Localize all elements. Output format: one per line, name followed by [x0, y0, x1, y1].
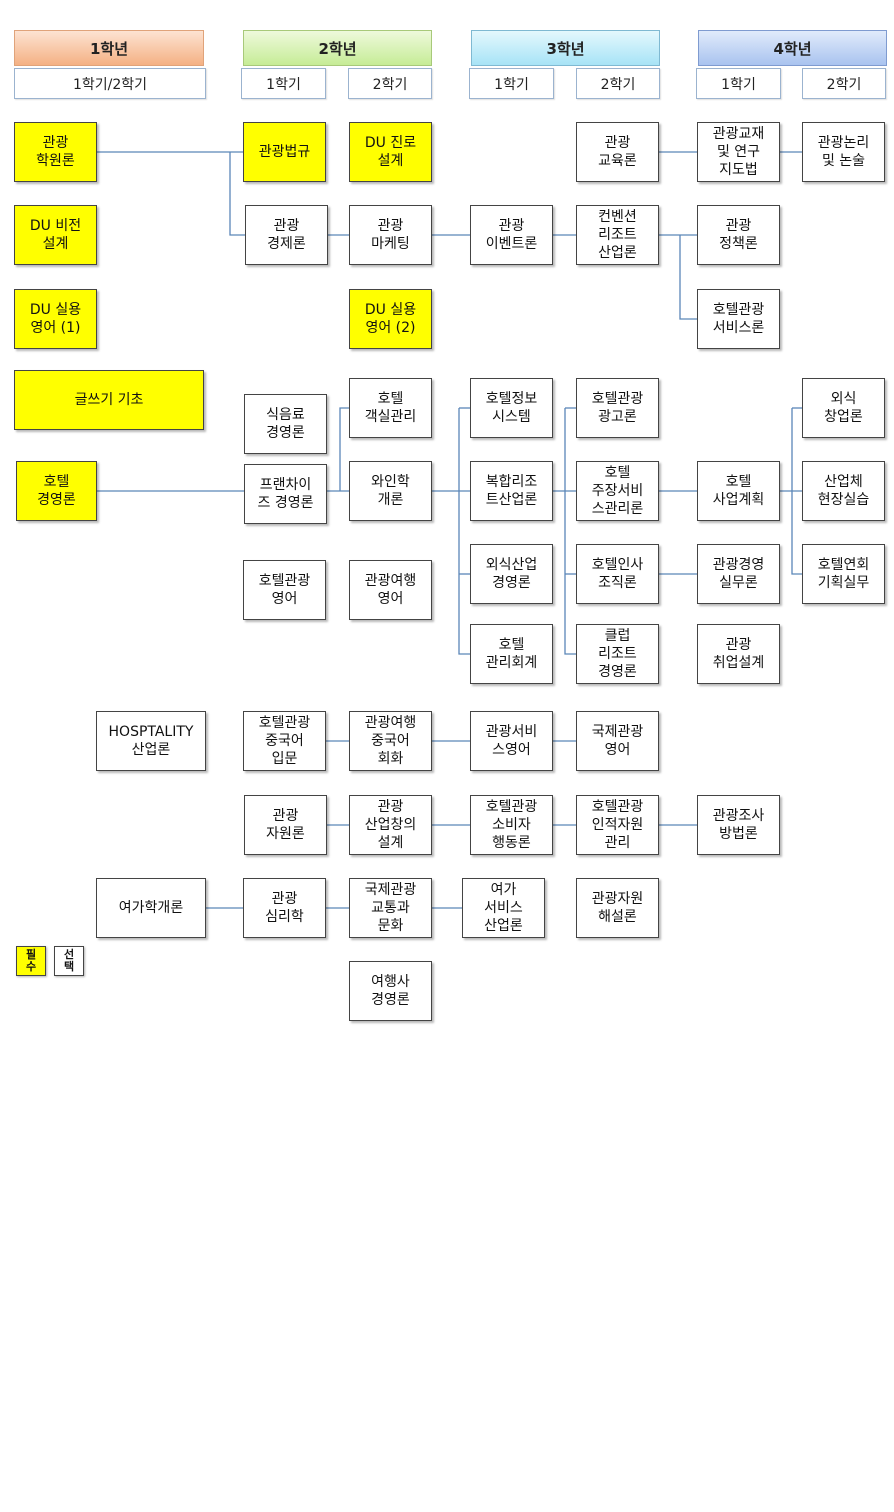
- semester-y2-2: 2학기: [348, 68, 432, 99]
- course-franchise: 프랜차이 즈 경영론: [244, 464, 327, 524]
- course-leisure-intro: 여가학개론: [96, 878, 206, 938]
- course-integrated-resort: 복합리조 트산업론: [470, 461, 553, 521]
- semester-y3-1: 1학기: [469, 68, 554, 99]
- semester-y1: 1학기/2학기: [14, 68, 206, 99]
- course-creative-design: 관광 산업창의 설계: [349, 795, 432, 855]
- course-travel-chinese: 관광여행 중국어 회화: [349, 711, 432, 771]
- course-teaching-methods: 관광교재 및 연구 지도법: [697, 122, 780, 182]
- course-dining-industry: 외식산업 경영론: [470, 544, 553, 604]
- course-hotel-chinese: 호텔관광 중국어 입문: [243, 711, 326, 771]
- semester-y4-1: 1학기: [696, 68, 781, 99]
- course-du-english-1: DU 실용 영어 (1): [14, 289, 97, 349]
- course-tour-education: 관광 교육론: [576, 122, 659, 182]
- course-management-practice: 관광경영 실무론: [697, 544, 780, 604]
- course-hotel-advertising: 호텔관광 광고론: [576, 378, 659, 438]
- course-tour-psychology: 관광 심리학: [243, 878, 326, 938]
- connector-line-24: [791, 408, 802, 575]
- connector-line-7: [679, 235, 697, 320]
- course-tour-event: 관광 이벤트론: [470, 205, 553, 265]
- connector-line-18: [564, 408, 576, 655]
- course-hotel-info-system: 호텔정보 시스템: [470, 378, 553, 438]
- course-internship: 산업체 현장실습: [802, 461, 885, 521]
- year-header-3: 3학년: [471, 30, 660, 66]
- course-business-plan: 호텔 사업계획: [697, 461, 780, 521]
- course-intl-transport: 국제관광 교통과 문화: [349, 878, 432, 938]
- course-intl-tour-english: 국제관광 영어: [576, 711, 659, 771]
- course-hotel-accounting: 호텔 관리회계: [470, 624, 553, 684]
- course-tour-law: 관광법규: [243, 122, 326, 182]
- course-du-english-2: DU 실용 영어 (2): [349, 289, 432, 349]
- connector-line-14: [458, 408, 470, 655]
- course-hr-organization: 호텔인사 조직론: [576, 544, 659, 604]
- year-header-2: 2학년: [243, 30, 432, 66]
- course-food-beverage: 식음료 경영론: [244, 394, 327, 454]
- course-convention-resort: 컨벤션 리조트 산업론: [576, 205, 659, 265]
- course-tour-policy: 관광 정책론: [697, 205, 780, 265]
- course-club-resort: 클럽 리조트 경영론: [576, 624, 659, 684]
- course-hospitality: HOSPTALITY 산업론: [96, 711, 206, 771]
- course-banquet-service: 호텔 주장서비 스관리론: [576, 461, 659, 521]
- course-travel-agency: 여행사 경영론: [349, 961, 432, 1021]
- legend-required: 필 수: [16, 946, 46, 976]
- course-human-resources: 호텔관광 인적자원 관리: [576, 795, 659, 855]
- course-room-management: 호텔 객실관리: [349, 378, 432, 438]
- course-tour-resources: 관광 자원론: [244, 795, 327, 855]
- course-leisure-service: 여가 서비스 산업론: [462, 878, 545, 938]
- course-tour-marketing: 관광 마케팅: [349, 205, 432, 265]
- legend-elective: 선 택: [54, 946, 84, 976]
- course-consumer-behavior: 호텔관광 소비자 행동론: [470, 795, 553, 855]
- course-hotel-english: 호텔관광 영어: [243, 560, 326, 620]
- course-travel-english: 관광여행 영어: [349, 560, 432, 620]
- course-logic-essay: 관광논리 및 논술: [802, 122, 885, 182]
- semester-y2-1: 1학기: [241, 68, 326, 99]
- course-dining-startup: 외식 창업론: [802, 378, 885, 438]
- course-banquet-planning: 호텔연회 기획실무: [802, 544, 885, 604]
- course-research-methods: 관광조사 방법론: [697, 795, 780, 855]
- course-du-career: DU 진로 설계: [349, 122, 432, 182]
- course-wine: 와인학 개론: [349, 461, 432, 521]
- semester-y3-2: 2학기: [576, 68, 660, 99]
- course-du-vision: DU 비전 설계: [14, 205, 97, 265]
- course-employment-design: 관광 취업설계: [697, 624, 780, 684]
- connector-line-12: [339, 407, 349, 491]
- course-tour-economics: 관광 경제론: [245, 205, 328, 265]
- connector-line-2: [229, 152, 245, 236]
- course-hotel-service: 호텔관광 서비스론: [697, 289, 780, 349]
- semester-y4-2: 2학기: [802, 68, 886, 99]
- year-header-1: 1학년: [14, 30, 204, 66]
- course-hotel-management: 호텔 경영론: [16, 461, 97, 521]
- course-resource-interpretation: 관광자원 해설론: [576, 878, 659, 938]
- course-writing-basics: 글쓰기 기초: [14, 370, 204, 430]
- course-service-english: 관광서비 스영어: [470, 711, 553, 771]
- course-tour-intro: 관광 학원론: [14, 122, 97, 182]
- year-header-4: 4학년: [698, 30, 887, 66]
